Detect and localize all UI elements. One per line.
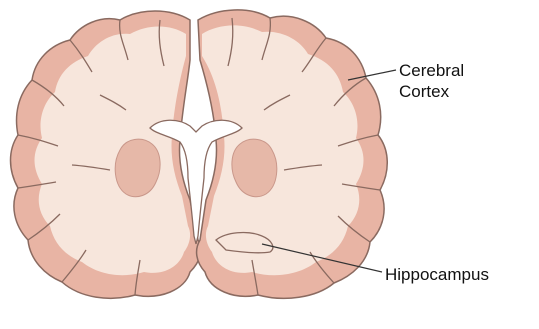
cerebral-cortex-label-line1: Cerebral bbox=[399, 60, 464, 81]
cerebral-cortex-label-line2: Cortex bbox=[399, 81, 464, 102]
cerebral-cortex-label: Cerebral Cortex bbox=[399, 60, 464, 102]
hippocampus-label: Hippocampus bbox=[385, 264, 489, 285]
